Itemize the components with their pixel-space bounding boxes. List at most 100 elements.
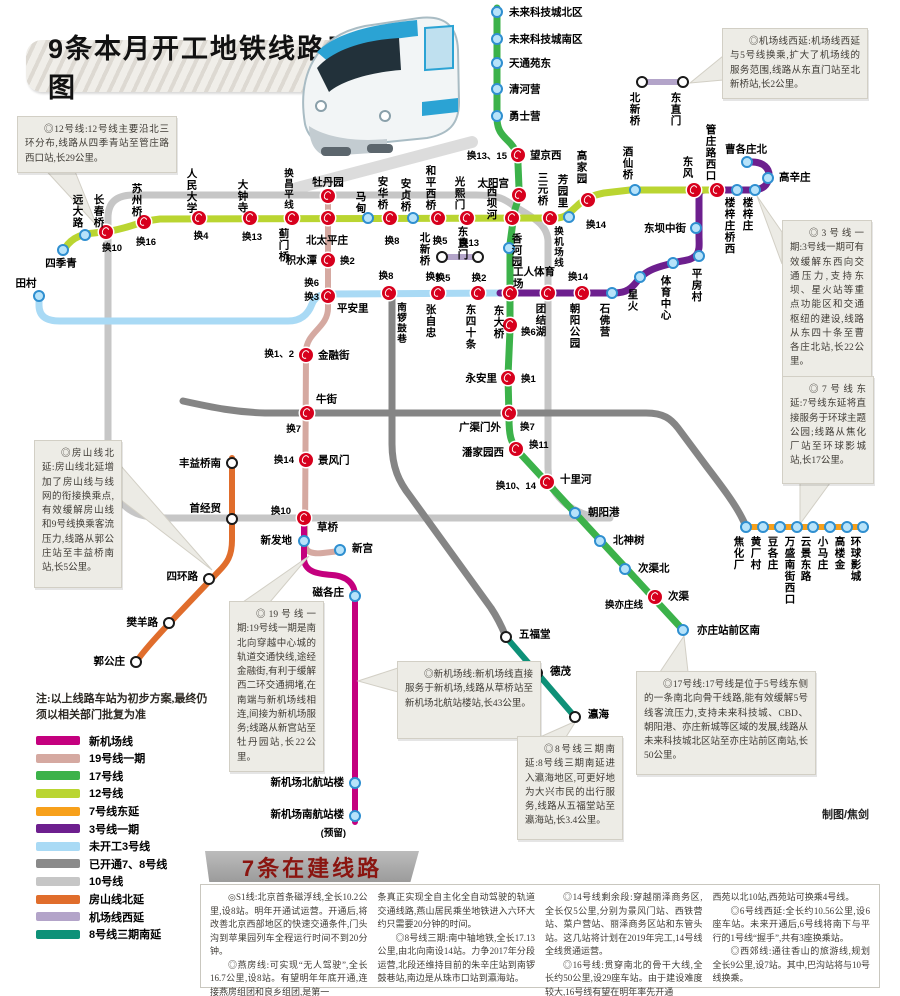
station-芳园里[interactable] (563, 211, 575, 223)
station-管庄路西口[interactable] (710, 183, 724, 197)
station-未来科技城南区[interactable] (491, 33, 503, 45)
transfer-label: 换7 (286, 424, 301, 435)
station-新机场北航站楼[interactable] (349, 777, 361, 789)
station-安贞桥[interactable] (407, 212, 419, 224)
station-体育中心[interactable] (667, 257, 679, 269)
station-次渠北[interactable] (619, 563, 631, 575)
annotation-tail-8 (539, 719, 578, 738)
station-label: 环球影城 (849, 536, 862, 582)
station-高家园[interactable] (581, 193, 595, 207)
station-高辛庄[interactable] (762, 172, 774, 184)
station-瀛海[interactable] (569, 711, 581, 723)
station-蓟门桥[interactable] (285, 211, 299, 225)
station-高楼金[interactable] (841, 521, 853, 533)
legend-label: 7号线东延 (89, 806, 140, 819)
station-景风门[interactable] (299, 453, 313, 467)
station-安华桥[interactable] (383, 211, 397, 225)
station-环球影城[interactable] (857, 521, 869, 533)
station-积水潭[interactable] (321, 253, 335, 267)
station-label: 香河园 (510, 233, 523, 268)
station-东风[interactable] (687, 183, 701, 197)
station-黄厂村[interactable] (757, 521, 769, 533)
station-朝阳公园[interactable] (575, 286, 589, 300)
station-石佛营[interactable] (606, 287, 618, 299)
station-星火[interactable] (634, 271, 646, 283)
station-平房村[interactable] (693, 250, 705, 262)
station-三元桥[interactable] (543, 211, 557, 225)
station-远大路[interactable] (79, 229, 91, 241)
station-西坝河[interactable] (505, 211, 519, 225)
station-五福堂[interactable] (500, 631, 512, 643)
station-草桥[interactable] (297, 511, 311, 525)
station-金融街[interactable] (299, 348, 313, 362)
station-新宫[interactable] (334, 544, 346, 556)
station-焦化厂[interactable] (740, 521, 752, 533)
station-interchange[interactable] (382, 286, 396, 300)
station-永安里[interactable] (501, 371, 515, 385)
station-十里河[interactable] (540, 475, 554, 489)
station-望京西[interactable] (511, 148, 525, 162)
station-清河营[interactable] (491, 83, 503, 95)
station-苏州桥[interactable] (137, 215, 151, 229)
legend-item-已开通7、8号线: 已开通7、8号线 (36, 855, 208, 873)
station-潘家园西[interactable] (509, 442, 523, 456)
station-马甸[interactable] (362, 212, 374, 224)
station-四季青[interactable] (57, 244, 69, 256)
station-平安里[interactable] (321, 289, 335, 303)
station-牡丹园[interactable] (321, 189, 335, 203)
station-东四十条[interactable] (471, 286, 485, 300)
station-东直门[interactable] (472, 251, 484, 263)
transfer-label: 换7 (520, 422, 535, 433)
station-太阳宫[interactable] (512, 188, 526, 202)
station-工人体育场[interactable] (503, 286, 517, 300)
station-磁各庄[interactable] (349, 590, 361, 602)
station-label: 金融街 (318, 349, 350, 362)
station-牛街[interactable] (300, 406, 314, 420)
station-新发地[interactable] (298, 535, 310, 547)
station-樊羊路[interactable] (163, 617, 175, 629)
station-四环路[interactable] (203, 573, 215, 585)
station-勇士营[interactable] (491, 110, 503, 122)
station-北新桥[interactable] (636, 76, 648, 88)
station-万盛南街西口[interactable] (791, 521, 803, 533)
station-未来科技城北区[interactable] (491, 6, 503, 18)
station-团结湖[interactable] (541, 286, 555, 300)
station-东坝中街[interactable] (690, 222, 702, 234)
transfer-icon (300, 348, 311, 361)
construction-header-label: 7条在建线路 (241, 855, 383, 881)
station-人民大学[interactable] (192, 211, 206, 225)
station-次渠[interactable] (648, 590, 662, 604)
ann-new-airport: ◎新机场线:新机场线直接服务于新机场,线路从草桥站至新机场北航站楼站,长43公里… (397, 661, 541, 739)
station-东直门[interactable] (677, 76, 689, 88)
station-酒仙桥[interactable] (629, 184, 641, 196)
station-北新桥[interactable] (436, 251, 448, 263)
station-曹各庄北[interactable] (741, 156, 753, 168)
station-label: 朝阳港 (588, 506, 620, 519)
station-豆各庄[interactable] (774, 521, 786, 533)
station-label: 郭公庄 (93, 655, 126, 668)
station-和平西桥[interactable] (431, 211, 445, 225)
station-首经贸[interactable] (226, 513, 238, 525)
station-香河园[interactable] (503, 242, 515, 254)
station-朝阳港[interactable] (569, 507, 581, 519)
station-小马庄[interactable] (824, 521, 836, 533)
station-天通苑东[interactable] (491, 57, 503, 69)
station-label: 张自忠 (424, 304, 437, 339)
station-亦庄站前区南[interactable] (677, 624, 689, 636)
station-长春桥[interactable] (99, 225, 113, 239)
station-郭公庄[interactable] (130, 656, 142, 668)
station-丰益桥南[interactable] (226, 457, 238, 469)
station-新机场南航站楼[interactable] (349, 810, 361, 822)
station-北太平庄[interactable] (321, 211, 335, 225)
station-楼梓庄桥西[interactable] (731, 184, 743, 196)
station-北神树[interactable] (594, 535, 606, 547)
station-楼梓庄[interactable] (749, 184, 761, 196)
station-田村[interactable] (33, 290, 45, 302)
station-大钟寺[interactable] (243, 211, 257, 225)
station-label: 草桥 (317, 521, 338, 534)
station-东大桥[interactable] (503, 318, 517, 332)
station-光熙门[interactable] (460, 211, 474, 225)
station-广渠门外[interactable] (502, 406, 516, 420)
station-云景东路[interactable] (807, 521, 819, 533)
station-张自忠[interactable] (431, 286, 445, 300)
